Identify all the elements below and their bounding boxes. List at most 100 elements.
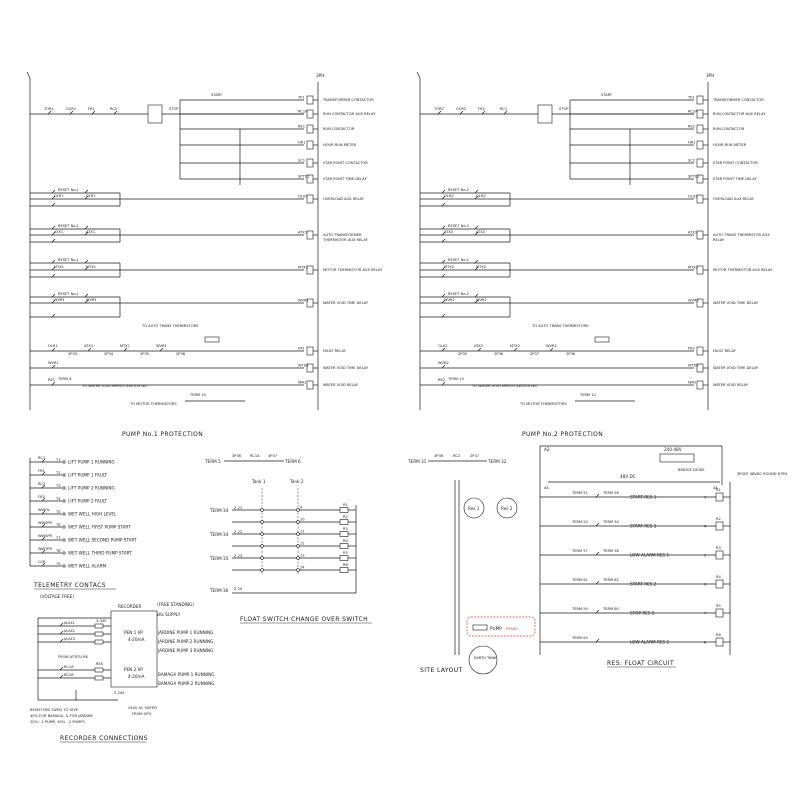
relay-coil-sc1: [306, 158, 314, 168]
float-switch-node: [260, 568, 264, 572]
float-top-item-3: 3P37: [268, 454, 277, 458]
latch-label: OLR2: [444, 194, 454, 198]
trans-note: TO AUTO TRANS THERMISTORS: [141, 324, 199, 328]
float-switch-node: [260, 508, 264, 512]
coil-label: FAULT RELAY: [713, 349, 737, 353]
telemetry-term: T6: [55, 523, 61, 527]
res-float-contact: [595, 580, 600, 585]
float-output-resistor: [339, 507, 349, 513]
relay-coil-wr1: [306, 380, 314, 390]
recorder-contact: [59, 630, 64, 635]
void-contact: [441, 381, 446, 386]
relay-coil-hr1: [306, 140, 314, 150]
fault-contact: [123, 347, 128, 352]
coil-id: SPTD1: [298, 175, 310, 179]
protection-contact: [84, 266, 89, 271]
telemetry-terminal: [62, 551, 66, 555]
float-tank-2: Tank 2: [289, 479, 304, 484]
void-label: RE2: [438, 378, 445, 382]
site-earth-tank: [468, 645, 498, 675]
site-title: SITE LAYOUT: [420, 667, 463, 674]
float-switch-node: [260, 520, 264, 524]
protection-contact: [441, 189, 446, 194]
recorder-box: [110, 610, 158, 688]
delay-label: WVR2: [438, 361, 449, 365]
site-top-item-3: 2P37: [470, 454, 479, 458]
protection-contact: [441, 266, 446, 271]
protection-contact: [84, 195, 89, 200]
res-pin: 3: [704, 496, 706, 500]
res-row-label: START RES 1: [630, 524, 657, 529]
coil-id: OLX1: [298, 195, 308, 199]
res-relay: R4: [716, 575, 721, 579]
telemetry-term: T7: [55, 536, 60, 540]
res-pole: 3POLE 48VDC ROUND 8 PIN: [737, 472, 787, 476]
telemetry-relay: RC2: [38, 482, 45, 486]
telemetry-label: WET WELL THIRD PUMP START: [68, 551, 132, 556]
float-top-item-1: 3P36: [232, 454, 242, 458]
float-output: R6: [343, 563, 348, 567]
latch-aux-label: WVR1: [86, 298, 97, 302]
thermistor-box: [204, 336, 220, 343]
recorder-pen2: PEN 2 I/P: [124, 667, 143, 672]
protection-contact: [51, 225, 56, 230]
telemetry-term: T3: [55, 484, 60, 488]
recorder-pen1: PEN 1 I/P: [124, 630, 143, 635]
protection-contact: [441, 299, 446, 304]
float-term: TERM 35: [209, 556, 229, 561]
motor-note: TO MOTOR THERMISTORS: [519, 402, 567, 406]
protection-contact: [474, 195, 479, 200]
series-contact: [113, 110, 118, 115]
coil-id: FR2: [688, 347, 695, 351]
fault-wire-label: 2P35: [140, 352, 149, 356]
switch-note: TO WATER VOID MERCO SWITCH N/C: [471, 384, 538, 388]
fault-contact: [441, 347, 446, 352]
coil-label: AUTO TRANSFORMER: [323, 233, 362, 237]
float-top-term-a: TERM 5: [204, 459, 221, 464]
pump1-title: PUMP No.1 PROTECTION: [122, 431, 203, 438]
recorder-pen2-range: 4-20mA: [128, 674, 145, 679]
series-contact: [69, 110, 74, 115]
delay-contact: [441, 364, 446, 369]
recorder-resistor: [94, 667, 104, 673]
thermistor-box: [594, 336, 610, 343]
recorder-note-1: RESISTORS SIZED TO GIVE: [30, 708, 79, 712]
telemetry-label: LIFT PUMP 1 FAULT: [68, 473, 108, 478]
coil-label: OVERLOAD AUX RELAY: [713, 197, 755, 201]
res-term-b: TERM 62: [602, 578, 619, 582]
coil-id: SC2: [688, 159, 695, 163]
telemetry-contact: [41, 471, 46, 476]
fault-wire-label: 2P35: [458, 352, 467, 356]
coil-label: RUN CONTACTOR AUX RELAY: [713, 112, 766, 116]
float-term-bottom: TERM 36: [209, 588, 229, 593]
coil-label: WATER VOID RELAY: [323, 383, 359, 387]
recorder-resistor: [94, 639, 104, 645]
fault-contact-label: ATX1: [84, 344, 93, 348]
series-contact: [91, 110, 96, 115]
coil-label: WATER VOID TIME DELAY: [323, 366, 369, 370]
res-row-label: START RES 2: [630, 582, 657, 587]
fault-contact: [513, 347, 518, 352]
series-contact-label: RC1: [500, 107, 507, 111]
telemetry-terminal: [62, 525, 66, 529]
coil-label: MOTOR THERMISTOR AUX RELAY: [323, 268, 383, 272]
res-float-contact: [595, 638, 600, 643]
float-switch-node: [296, 532, 300, 536]
float-title: FLOAT SWITCH CHANGE OVER SWITCH: [240, 616, 368, 623]
telemetry-terminal: [62, 486, 66, 490]
recorder-jardine-2: JARDINE PUMP 2 RUNNING: [157, 639, 213, 644]
site-pump-box: [472, 624, 488, 631]
fault-contact-label: WVR1: [156, 344, 167, 348]
coil-label: WATER VOID RELAY: [713, 383, 749, 387]
protection-contact: [51, 259, 56, 264]
telemetry-contact: [41, 549, 46, 554]
fault-wire-label: 2P33: [68, 352, 77, 356]
reset-label: RESET No.2: [448, 224, 469, 228]
res-transformer: [659, 453, 695, 463]
telemetry-label: LIFT PUMP 1 RUNNING: [68, 460, 115, 465]
telemetry-contact: [41, 497, 46, 502]
mode-selector: [537, 104, 553, 124]
site-layout: TERM 31 TERM 32 3P36 RC2 2P37 Res 1 Res …: [407, 454, 536, 675]
void-contact: [51, 381, 56, 386]
fault-contact: [477, 347, 482, 352]
